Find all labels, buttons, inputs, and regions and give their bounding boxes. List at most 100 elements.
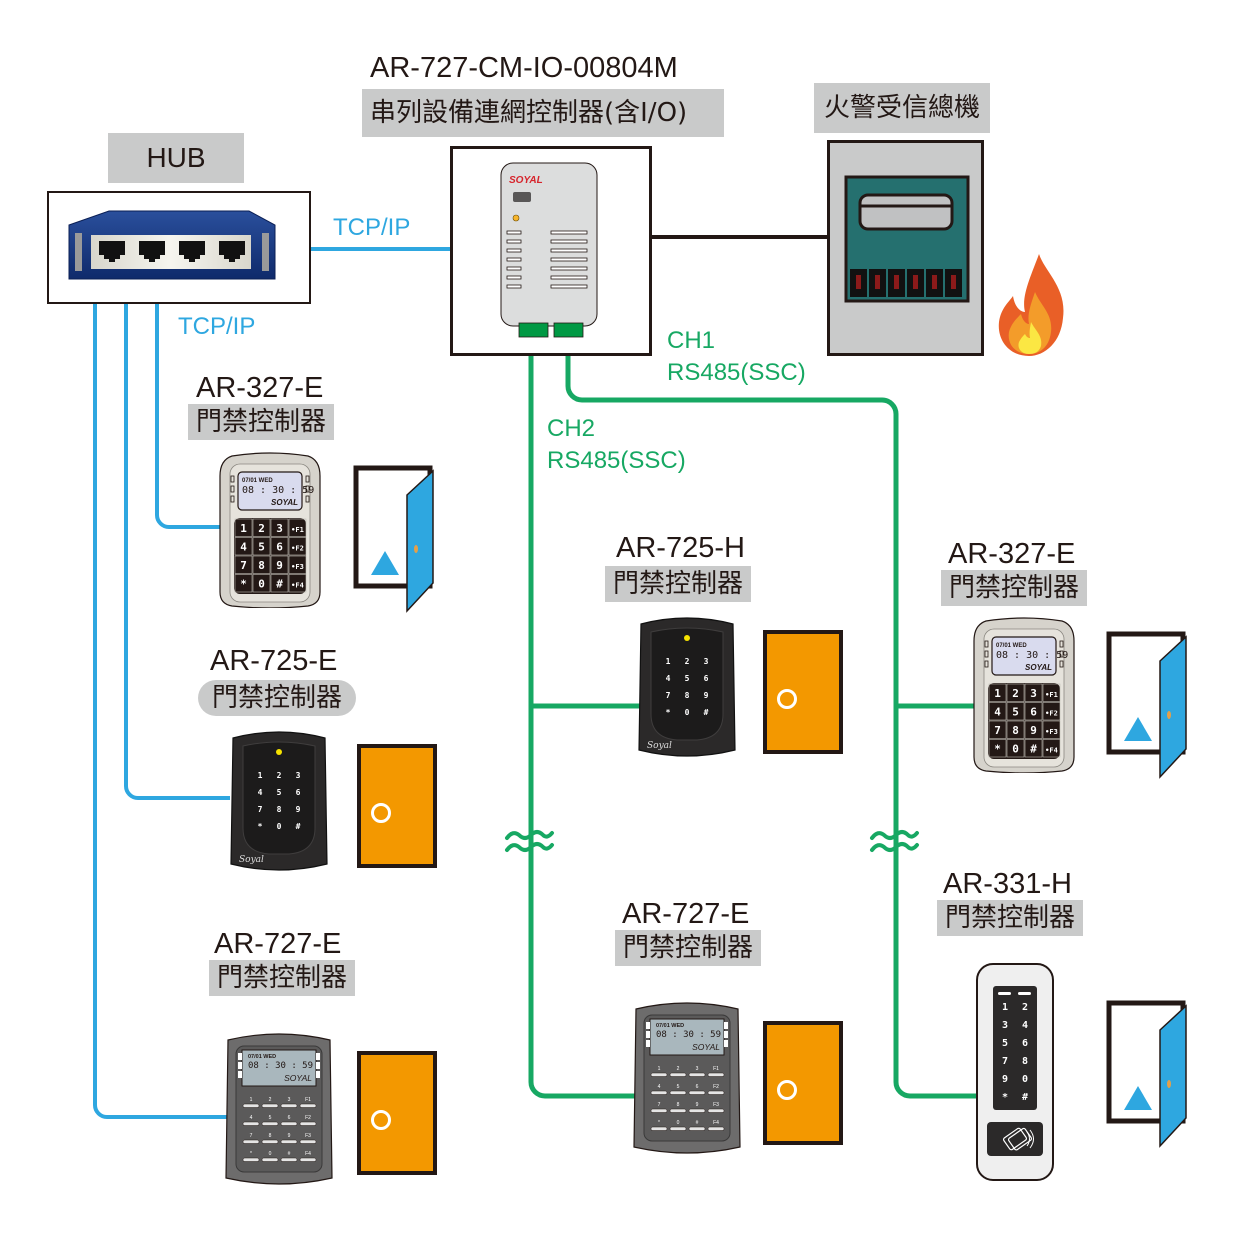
keypad-key: •F4 xyxy=(1045,747,1058,755)
lcd-brand: SOYAL xyxy=(284,1073,312,1083)
keypad-key: 7 xyxy=(1002,1056,1008,1067)
keypad-key: 6 xyxy=(296,788,301,797)
lcd-brand: SOYAL xyxy=(1025,663,1052,672)
serial-network-controller-icon: SOYAL xyxy=(500,162,598,338)
door-panel xyxy=(1159,1004,1187,1148)
keypad-key: F2 xyxy=(305,1115,311,1121)
open-door-icon xyxy=(1106,631,1187,779)
fire-alarm-panel[interactable] xyxy=(827,140,984,356)
keypad-key: •F1 xyxy=(1045,691,1058,699)
lcd-screen xyxy=(991,636,1057,676)
main-controller-device[interactable]: SOYAL xyxy=(450,146,652,356)
keypad-key: 1 xyxy=(1002,1002,1008,1013)
keypad-key: * xyxy=(258,822,263,831)
keypad-key: 2 xyxy=(1022,1002,1028,1013)
lcd-time: 08 : 30 : 59 xyxy=(656,1030,721,1040)
up-arrow-icon xyxy=(1124,717,1152,741)
door-panel xyxy=(1159,635,1187,779)
lcd-date: 07/01 WED xyxy=(656,1023,684,1029)
lcd-brand: SOYAL xyxy=(271,498,298,507)
keypad-key: 0 xyxy=(1012,743,1019,756)
keypad-key: 6 xyxy=(1022,1038,1028,1049)
wire-ch2-bus xyxy=(528,354,635,1099)
keypad-key: 2 xyxy=(277,771,282,780)
keypad-key: 4 xyxy=(658,1084,661,1090)
keypad-key: 8 xyxy=(277,805,282,814)
keypad-key: # xyxy=(1022,1092,1028,1103)
ch2-label: CH2 xyxy=(547,415,596,442)
keypad-key: 3 xyxy=(704,657,709,666)
keypad-key: * xyxy=(240,578,247,591)
fire-icon xyxy=(998,254,1064,356)
door-knob-icon xyxy=(371,1110,391,1130)
device-model: AR-331-H xyxy=(943,868,1072,900)
keypad-key: 2 xyxy=(1012,687,1019,700)
hub-label: HUB xyxy=(108,133,244,183)
keypad-key: 5 xyxy=(685,674,690,683)
status-led xyxy=(684,635,690,641)
keypad-key: •F1 xyxy=(291,526,304,534)
lcd-screen xyxy=(241,1049,317,1087)
keypad-key: F3 xyxy=(713,1102,719,1108)
door-knob-icon xyxy=(1167,1080,1171,1088)
keypad-key: 7 xyxy=(994,724,1001,737)
device-model: AR-327-E xyxy=(948,538,1076,570)
keypad-key: 5 xyxy=(258,541,265,554)
keypad-key: * xyxy=(250,1151,252,1157)
door-open xyxy=(1106,1000,1190,1148)
keypad-key: •F3 xyxy=(291,563,304,571)
keypad-key: 3 xyxy=(1030,687,1037,700)
keypad-key: 7 xyxy=(666,691,671,700)
open-door-icon xyxy=(1106,1000,1187,1148)
ch1-protocol: RS485(SSC) xyxy=(667,359,806,386)
keypad-key: F1 xyxy=(713,1066,719,1072)
card-reader-area xyxy=(987,1122,1043,1156)
keypad-key: 6 xyxy=(288,1115,291,1121)
keypad-key: * xyxy=(666,708,671,717)
keypad-key: 8 xyxy=(1012,724,1019,737)
keypad-key: 4 xyxy=(994,706,1001,719)
keypad-key: 3 xyxy=(296,771,301,780)
keypad-key: 6 xyxy=(704,674,709,683)
device-description: 門禁控制器 xyxy=(605,566,752,602)
wire-ch1-bus xyxy=(565,354,978,1099)
lcd-brand: SOYAL xyxy=(692,1042,720,1052)
device-description: 門禁控制器 xyxy=(198,680,357,716)
device-model: AR-327-E xyxy=(196,372,324,404)
device-description: 門禁控制器 xyxy=(615,930,762,966)
keypad-key: 1 xyxy=(240,522,247,535)
keypad-key: 4 xyxy=(240,541,247,554)
keypad-key: 7 xyxy=(250,1133,253,1139)
keypad-key: 4 xyxy=(258,788,263,797)
lcd-time: 08 : 30 : 59 xyxy=(242,485,314,496)
keypad-key: 1 xyxy=(258,771,263,780)
keypad-key: F4 xyxy=(713,1120,719,1126)
wire-hub-to-ar327e-left xyxy=(155,304,222,529)
keypad-key: 9 xyxy=(1030,724,1037,737)
keypad-key: F3 xyxy=(305,1133,311,1139)
hub-device[interactable] xyxy=(47,191,311,304)
main-controller-description: 串列設備連網控制器(含I/O) xyxy=(362,89,724,137)
keypad-key: 8 xyxy=(1022,1056,1028,1067)
keypad-key: 9 xyxy=(1002,1074,1008,1085)
lcd-date: 07/01 WED xyxy=(996,643,1027,649)
keypad-key: 6 xyxy=(696,1084,699,1090)
keypad-key: 0 xyxy=(269,1151,272,1157)
keypad-key: # xyxy=(704,708,709,717)
lcd-date: 07/01 WED xyxy=(242,478,273,484)
keypad-key: # xyxy=(296,822,301,831)
ch2-terminal xyxy=(518,322,549,338)
fire-alarm-panel-icon xyxy=(844,175,970,303)
keypad-key: 5 xyxy=(269,1115,272,1121)
keypad-key: 3 xyxy=(696,1066,699,1072)
